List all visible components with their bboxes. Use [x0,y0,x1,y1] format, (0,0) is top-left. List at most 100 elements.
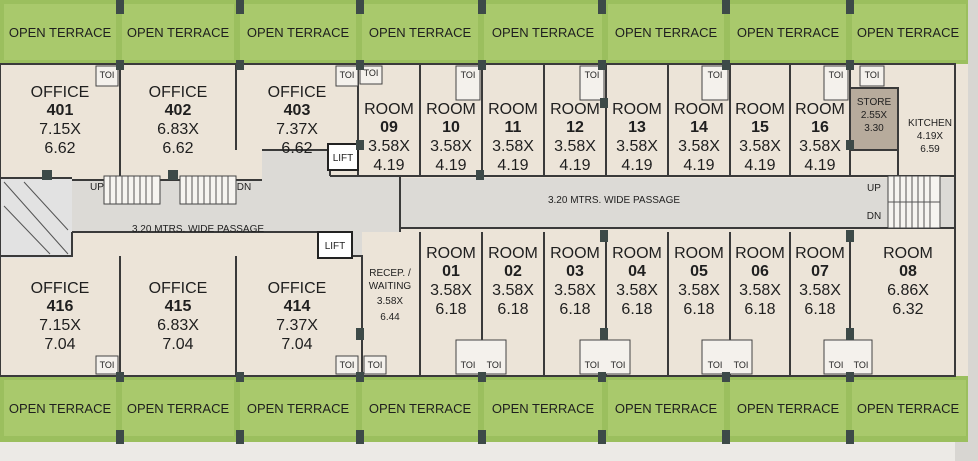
svg-text:6.18: 6.18 [804,301,835,318]
svg-text:RECEP. /: RECEP. / [369,268,411,279]
stair-right-up: UP [867,183,881,194]
svg-text:TOI: TOI [100,70,115,80]
room-02: ROOM 02 3.58X 6.18 [488,245,538,318]
passage-right-label: 3.20 MTRS. WIDE PASSAGE [548,195,680,206]
terrace-top-3: OPEN TERRACE [247,25,350,40]
svg-text:402: 402 [165,102,192,119]
svg-text:TOI: TOI [611,360,626,370]
svg-text:3.58X: 3.58X [492,138,534,155]
svg-text:ROOM: ROOM [735,245,785,262]
store-label: STORE 2.55X 3.30 [857,97,892,134]
svg-text:4.19: 4.19 [497,157,528,174]
svg-text:TOI: TOI [708,70,723,80]
svg-text:3.58X: 3.58X [799,138,841,155]
svg-text:KITCHEN: KITCHEN [908,118,952,129]
svg-text:416: 416 [47,298,74,315]
svg-text:ROOM: ROOM [550,101,600,118]
svg-text:02: 02 [504,263,522,280]
svg-text:7.15X: 7.15X [39,121,81,138]
svg-text:ROOM: ROOM [612,245,662,262]
svg-text:3.58X: 3.58X [616,138,658,155]
lift-bottom-label: LIFT [325,241,346,252]
svg-text:3.58X: 3.58X [739,282,781,299]
svg-text:ROOM: ROOM [612,101,662,118]
svg-text:TOI: TOI [585,360,600,370]
svg-text:4.19: 4.19 [744,157,775,174]
svg-text:07: 07 [811,263,829,280]
svg-text:4.19X: 4.19X [917,131,943,142]
terrace-bottom-8: OPEN TERRACE [857,401,960,416]
svg-text:415: 415 [165,298,192,315]
svg-text:ROOM: ROOM [735,101,785,118]
svg-text:4.19: 4.19 [435,157,466,174]
room-03: ROOM 03 3.58X 6.18 [550,245,600,318]
svg-text:3.58X: 3.58X [430,138,472,155]
passage-left-label: 3.20 MTRS. WIDE PASSAGE [132,224,264,235]
svg-text:3.58X: 3.58X [616,282,658,299]
svg-text:6.83X: 6.83X [157,317,199,334]
svg-text:ROOM: ROOM [426,101,476,118]
terrace-bottom-6: OPEN TERRACE [615,401,718,416]
office-416: OFFICE 416 7.15X 7.04 [31,280,90,353]
kitchen-label: KITCHEN 4.19X 6.59 [908,118,952,155]
terrace-top-6: OPEN TERRACE [615,25,718,40]
room-13: ROOM 13 3.58X 4.19 [612,101,662,174]
svg-text:7.37X: 7.37X [276,317,318,334]
svg-text:TOI: TOI [854,360,869,370]
svg-text:ROOM: ROOM [550,245,600,262]
terrace-bottom-7: OPEN TERRACE [737,401,840,416]
stair-left-dn: DN [237,182,251,193]
svg-text:STORE: STORE [857,97,892,108]
svg-text:7.37X: 7.37X [276,121,318,138]
room-05: ROOM 05 3.58X 6.18 [674,245,724,318]
terrace-bottom-5: OPEN TERRACE [492,401,595,416]
svg-text:08: 08 [899,263,917,280]
svg-text:4.19: 4.19 [559,157,590,174]
room-04: ROOM 04 3.58X 6.18 [612,245,662,318]
svg-text:TOI: TOI [708,360,723,370]
room-01: ROOM 01 3.58X 6.18 [426,245,476,318]
office-402: OFFICE 402 6.83X 6.62 [149,84,208,157]
svg-text:ROOM: ROOM [674,245,724,262]
svg-text:3.30: 3.30 [864,123,884,134]
svg-text:6.62: 6.62 [44,140,75,157]
svg-text:TOI: TOI [734,360,749,370]
svg-text:4.19: 4.19 [373,157,404,174]
terraces-top [4,4,966,60]
svg-text:6.32: 6.32 [892,301,923,318]
svg-text:12: 12 [566,119,584,136]
terrace-bottom-1: OPEN TERRACE [9,401,112,416]
toilets-bottom [95,339,873,375]
svg-text:7.15X: 7.15X [39,317,81,334]
svg-text:7.04: 7.04 [162,336,193,353]
svg-text:ROOM: ROOM [674,101,724,118]
svg-text:6.18: 6.18 [435,301,466,318]
svg-text:WAITING: WAITING [369,281,412,292]
svg-text:TOI: TOI [364,68,379,78]
svg-text:3.58X: 3.58X [554,138,596,155]
passage [0,150,955,256]
svg-text:4.19: 4.19 [804,157,835,174]
svg-text:OFFICE: OFFICE [31,84,90,101]
terraces-bottom [4,380,966,436]
toilet-labels-top: TOI TOI TOI TOI TOI TOI TOI TOI [100,68,880,80]
svg-text:3.58X: 3.58X [368,138,410,155]
svg-text:03: 03 [566,263,584,280]
stair-left-up: UP [90,182,104,193]
columns [42,0,854,444]
svg-text:TOI: TOI [461,70,476,80]
svg-text:6.44: 6.44 [380,312,400,323]
svg-text:3.58X: 3.58X [799,282,841,299]
svg-text:414: 414 [284,298,311,315]
room-07: ROOM 07 3.58X 6.18 [795,245,845,318]
svg-text:6.62: 6.62 [281,140,312,157]
svg-text:6.18: 6.18 [744,301,775,318]
staircase-right [887,175,941,229]
svg-text:ROOM: ROOM [883,245,933,262]
room-15: ROOM 15 3.58X 4.19 [735,101,785,174]
svg-text:ROOM: ROOM [795,101,845,118]
svg-text:2.55X: 2.55X [861,110,887,121]
svg-text:TOI: TOI [865,70,880,80]
svg-text:3.58X: 3.58X [678,282,720,299]
svg-text:TOI: TOI [368,360,383,370]
